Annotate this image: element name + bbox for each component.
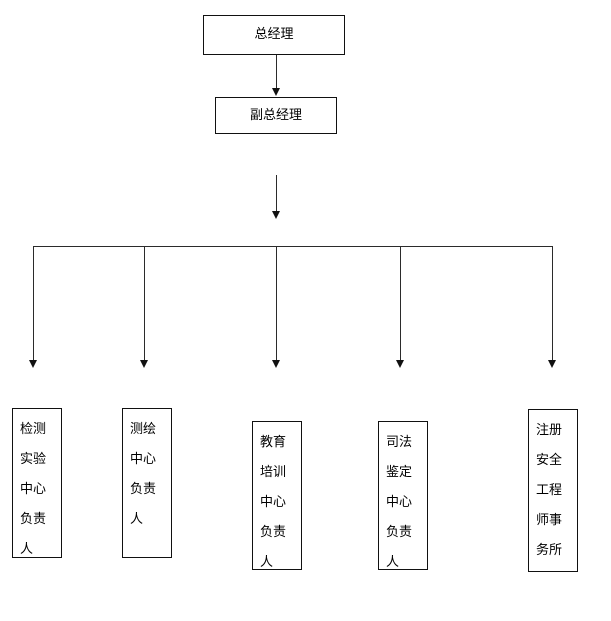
node-department-2-label: 测绘中心负责人 <box>130 422 157 527</box>
connector-deputy-to-bus <box>276 175 277 212</box>
arrowhead-drop-5 <box>548 360 556 368</box>
connector-drop-2 <box>144 246 145 361</box>
connector-gm-to-deputy <box>276 55 277 89</box>
node-general-manager-label: 总经理 <box>254 27 294 43</box>
connector-horizontal-bus <box>33 246 553 247</box>
connector-drop-1 <box>33 246 34 361</box>
arrowhead-gm-to-deputy <box>272 88 280 96</box>
node-department-4[interactable]: 司法鉴定中心负责人 <box>378 421 428 570</box>
connector-drop-5 <box>552 246 553 361</box>
node-department-5-label: 注册安全工程师事务所中心负责人 <box>536 423 563 558</box>
node-department-5[interactable]: 注册安全工程师事务所中心负责人 <box>528 409 578 572</box>
arrowhead-deputy-to-bus <box>272 211 280 219</box>
node-department-1[interactable]: 检测实验中心负责人 <box>12 408 62 558</box>
node-department-2[interactable]: 测绘中心负责人 <box>122 408 172 558</box>
arrowhead-drop-2 <box>140 360 148 368</box>
node-department-3[interactable]: 教育培训中心负责人 <box>252 421 302 570</box>
connector-drop-3 <box>276 246 277 361</box>
node-deputy-general-manager[interactable]: 副总经理 <box>215 97 337 134</box>
connector-drop-4 <box>400 246 401 361</box>
arrowhead-drop-1 <box>29 360 37 368</box>
node-deputy-general-manager-label: 副总经理 <box>249 107 302 123</box>
arrowhead-drop-3 <box>272 360 280 368</box>
node-department-4-label: 司法鉴定中心负责人 <box>386 435 413 570</box>
node-general-manager[interactable]: 总经理 <box>203 15 345 55</box>
node-department-3-label: 教育培训中心负责人 <box>260 435 287 570</box>
node-department-1-label: 检测实验中心负责人 <box>20 422 47 557</box>
arrowhead-drop-4 <box>396 360 404 368</box>
